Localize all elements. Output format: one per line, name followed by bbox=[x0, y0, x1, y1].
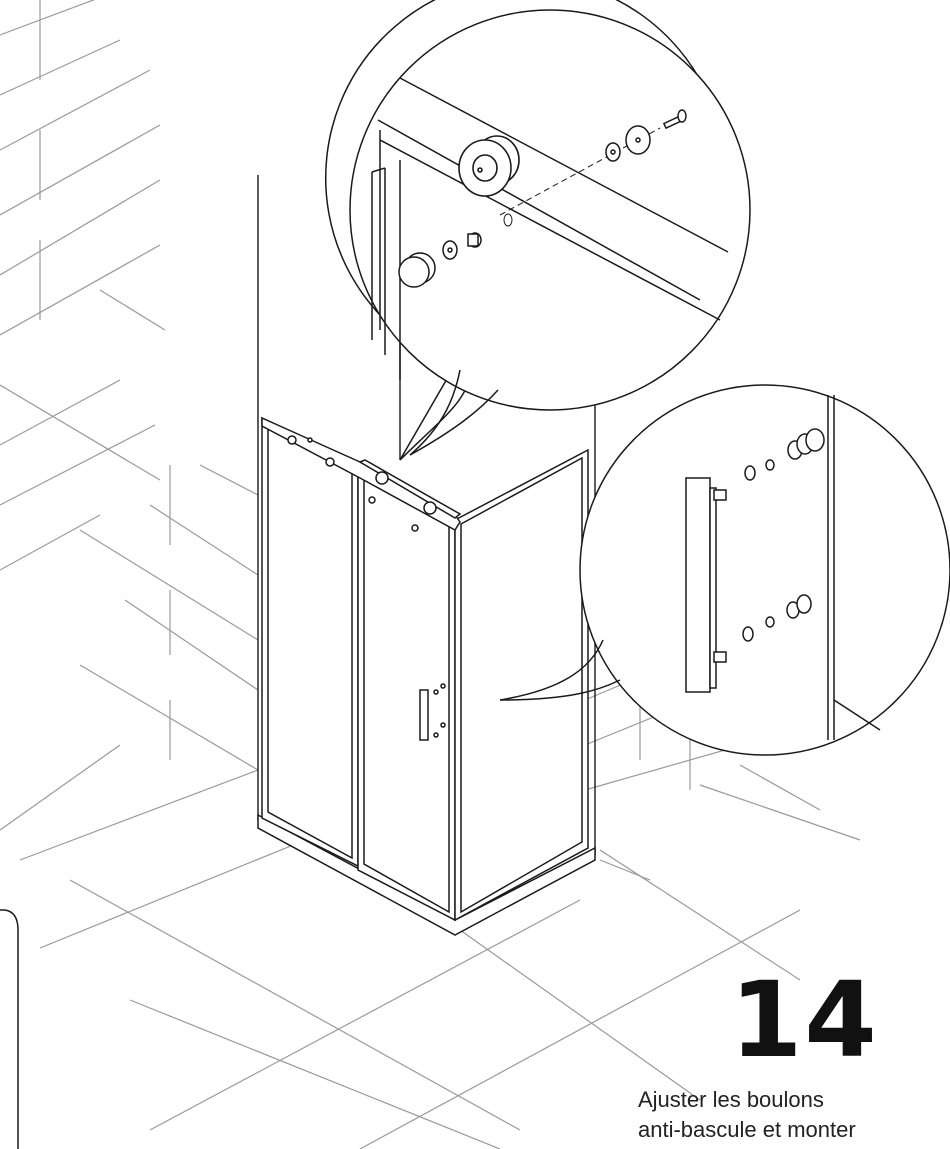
floor-tile-lines bbox=[39, 784, 861, 1149]
caption-line-1: Ajuster les boulons bbox=[638, 1087, 824, 1112]
handle-bar bbox=[685, 477, 711, 693]
side-panel-edge bbox=[0, 909, 19, 1149]
bumper-parts bbox=[398, 232, 482, 288]
roller-wheel bbox=[458, 135, 520, 197]
sliding-door-panel bbox=[357, 468, 456, 922]
door-handle bbox=[419, 689, 429, 741]
shower-enclosure bbox=[257, 416, 596, 936]
side-panel-right bbox=[454, 448, 589, 922]
fixed-panel-left bbox=[261, 416, 359, 868]
caption-line-2: anti-bascule et monter bbox=[638, 1117, 856, 1142]
callout-handle-detail bbox=[499, 384, 950, 756]
step-caption: Ajuster les boulons anti-bascule et mont… bbox=[638, 1085, 938, 1145]
step-number: 14 bbox=[730, 959, 879, 1081]
callout-roller-detail bbox=[324, 0, 751, 461]
